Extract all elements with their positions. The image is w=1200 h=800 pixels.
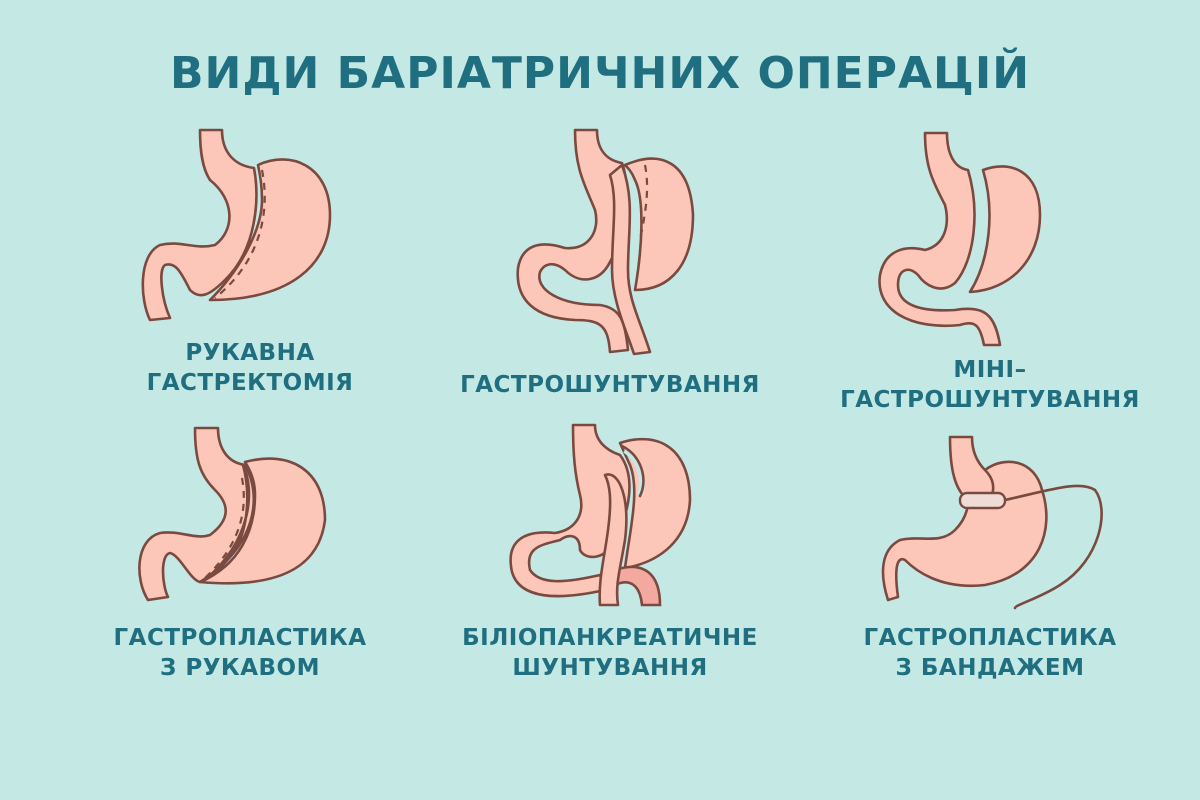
label-sleeve-gastrectomy: РУКАВНА ГАСТРЕКТОМІЯ	[110, 338, 390, 398]
label-line-1: ГАСТРОПЛАСТИКА	[863, 625, 1117, 651]
label-line-2: ШУНТУВАННЯ	[512, 655, 708, 681]
label-line-1: ГАСТРОПЛАСТИКА	[113, 625, 367, 651]
label-line-1: РУКАВНА	[185, 340, 315, 366]
page-title: ВИДИ БАРІАТРИЧНИХ ОПЕРАЦІЙ	[169, 48, 1031, 99]
label-banded-gastroplasty: ГАСТРОПЛАСТИКА З БАНДАЖЕМ	[830, 623, 1150, 683]
label-line-1: МІНІ–	[953, 357, 1027, 383]
label-sleeve-gastroplasty: ГАСТРОПЛАСТИКА З РУКАВОМ	[80, 623, 400, 683]
label-gastric-bypass: ГАСТРОШУНТУВАННЯ	[450, 370, 770, 400]
label-line-2: З РУКАВОМ	[159, 655, 320, 681]
label-line-2: ГАСТРЕКТОМІЯ	[146, 370, 354, 396]
label-mini-gastric-bypass: МІНІ– ГАСТРОШУНТУВАННЯ	[830, 355, 1150, 415]
label-line-1: ГАСТРОШУНТУВАННЯ	[460, 372, 760, 398]
label-line-2: З БАНДАЖЕМ	[895, 655, 1085, 681]
label-biliopancreatic-diversion: БІЛІОПАНКРЕАТИЧНЕ ШУНТУВАННЯ	[440, 623, 780, 683]
label-line-1: БІЛІОПАНКРЕАТИЧНЕ	[462, 625, 758, 651]
label-line-2: ГАСТРОШУНТУВАННЯ	[840, 387, 1140, 413]
